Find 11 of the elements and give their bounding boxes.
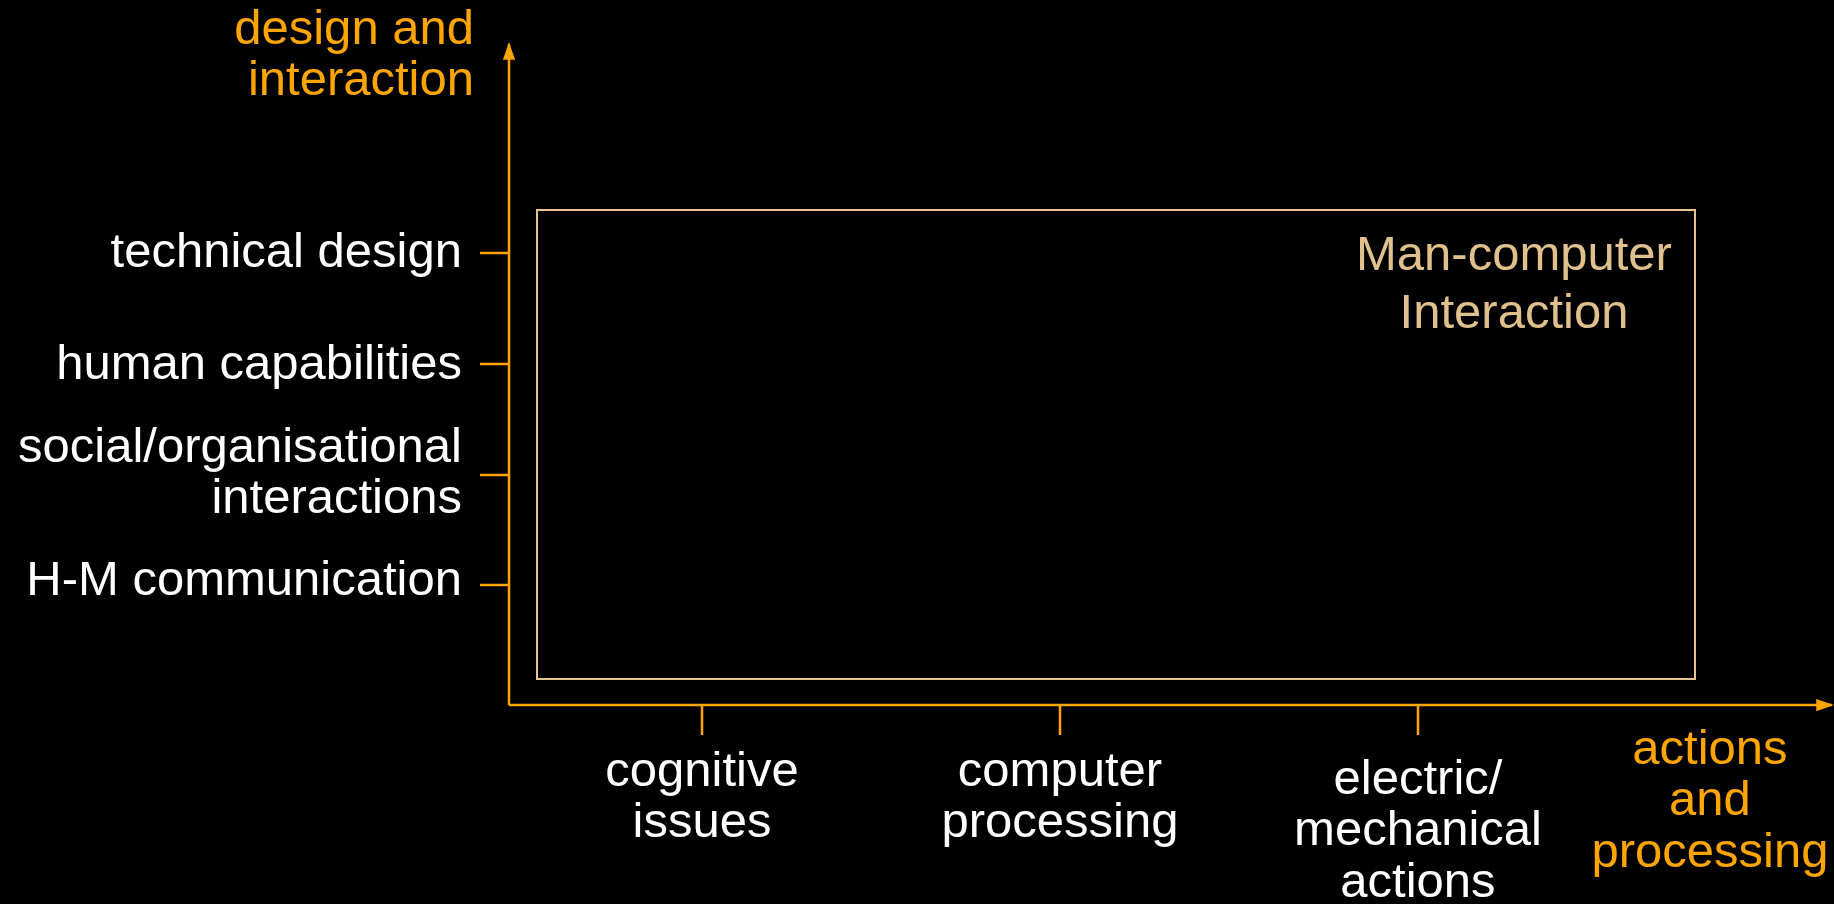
tick-label: social/organisational interactions: [17, 420, 462, 523]
tick-label: computer processing: [940, 744, 1180, 847]
box-title: Man-computer Interaction: [1355, 225, 1673, 340]
tick-label: technical design: [109, 225, 462, 277]
tick-label: H-M communication: [25, 553, 462, 605]
tick-label: human capabilities: [55, 337, 462, 389]
axis-title: actions and processing: [1590, 722, 1830, 877]
axis-title: design and interaction: [233, 2, 474, 105]
tick-label: electric/ mechanical actions: [1293, 752, 1543, 904]
tick-label: cognitive issues: [604, 744, 800, 847]
frame-box: [536, 209, 1696, 680]
